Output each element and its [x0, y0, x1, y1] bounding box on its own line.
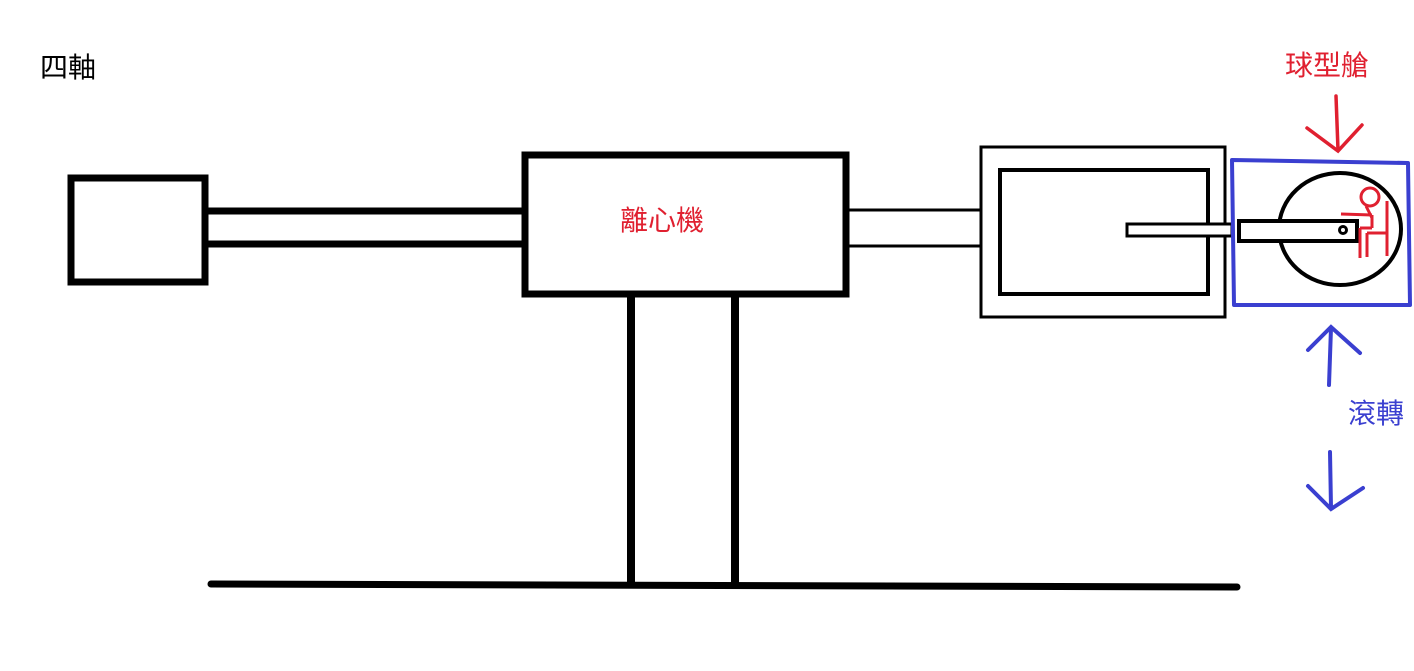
title-label: 四軸	[40, 51, 96, 84]
motor-box	[67, 174, 209, 286]
centrifuge-label: 離心機	[620, 204, 704, 237]
roll-double-arrow-icon	[1306, 324, 1365, 512]
cabin-frame-blue	[1230, 158, 1412, 307]
pivot-icon	[1338, 225, 1348, 235]
right-shaft	[847, 208, 980, 248]
seated-person-icon	[1340, 186, 1389, 258]
connecting-rod	[1125, 222, 1234, 238]
cabin-arm	[1237, 219, 1359, 243]
support-legs	[627, 294, 739, 584]
ground-line	[207, 580, 1241, 591]
cabin-label: 球型艙	[1285, 49, 1369, 82]
roll-label: 滾轉	[1348, 397, 1404, 430]
red-arrow-down-icon	[1305, 94, 1364, 154]
centrifuge-box	[521, 151, 850, 298]
left-shaft	[205, 207, 524, 248]
